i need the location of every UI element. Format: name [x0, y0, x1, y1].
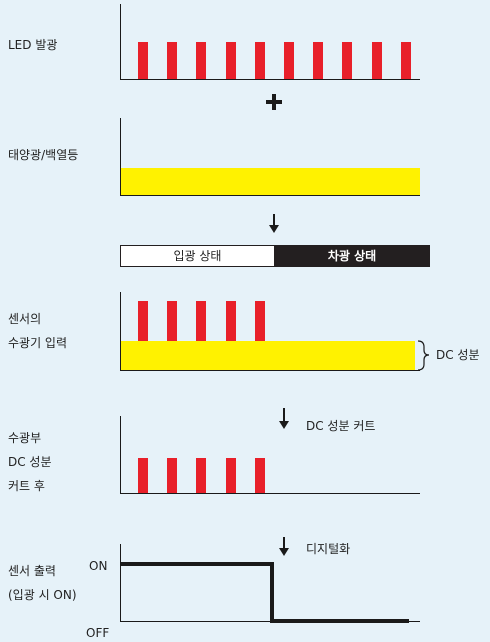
led-pulse-6: [284, 42, 294, 79]
dc-component-label: DC 성분: [436, 348, 480, 362]
ambient-light-label: 태양광/백열등: [8, 148, 79, 162]
dc-cut-label: DC 성분 커트: [306, 419, 376, 433]
after-cut-pulse-3: [196, 458, 207, 493]
after-cut-axis-y: [120, 416, 121, 494]
receiver-dc-band: [121, 341, 415, 370]
led-pulse-9: [371, 42, 382, 79]
receiver-input-label-line2: 수광기 입력: [8, 336, 68, 350]
after-cut-label-line2: DC 성분: [8, 455, 52, 469]
after-cut-label-line1: 수광부: [8, 431, 42, 445]
light-on-state-box: 입광 상태: [120, 245, 275, 267]
on-level-label: ON: [89, 559, 108, 573]
led-pulse-1: [138, 42, 148, 79]
receiver-pulse-3: [196, 301, 207, 341]
ambient-light-band: [121, 168, 420, 195]
output-axis-y: [120, 544, 121, 622]
digitize-label: 디지털화: [306, 542, 351, 556]
after-cut-pulse-1: [138, 458, 148, 493]
led-pulse-4: [225, 42, 236, 79]
led-emission-label: LED 발광: [8, 38, 58, 52]
light-off-state-box: 차광 상태: [274, 245, 430, 267]
after-cut-label-line3: 커트 후: [8, 479, 45, 493]
receiver-pulse-1: [138, 301, 148, 341]
led-pulse-5: [254, 42, 265, 79]
ambient-axis-x: [120, 195, 420, 196]
receiver-axis-x: [120, 370, 420, 371]
led-pulse-2: [167, 42, 178, 79]
after-cut-axis-x: [120, 493, 420, 494]
led-pulse-3: [196, 42, 207, 79]
led-axis-x: [120, 79, 420, 80]
led-pulse-8: [342, 42, 353, 79]
after-cut-pulse-5: [254, 458, 265, 493]
ambient-axis-y: [120, 118, 121, 196]
after-cut-pulse-4: [225, 458, 236, 493]
after-cut-pulse-2: [167, 458, 178, 493]
led-axis-y: [120, 4, 121, 80]
receiver-input-label-line1: 센서의: [8, 312, 42, 326]
sensor-output-label-line1: 센서 출력: [8, 564, 56, 578]
receiver-pulse-5: [254, 301, 265, 341]
receiver-pulse-2: [167, 301, 178, 341]
receiver-axis-y: [120, 292, 121, 371]
receiver-pulse-4: [225, 301, 236, 341]
off-level-label: OFF: [86, 626, 110, 640]
led-pulse-10: [400, 42, 411, 79]
led-pulse-7: [313, 42, 324, 79]
sensor-output-label-line2: (입광 시 ON): [8, 588, 77, 602]
